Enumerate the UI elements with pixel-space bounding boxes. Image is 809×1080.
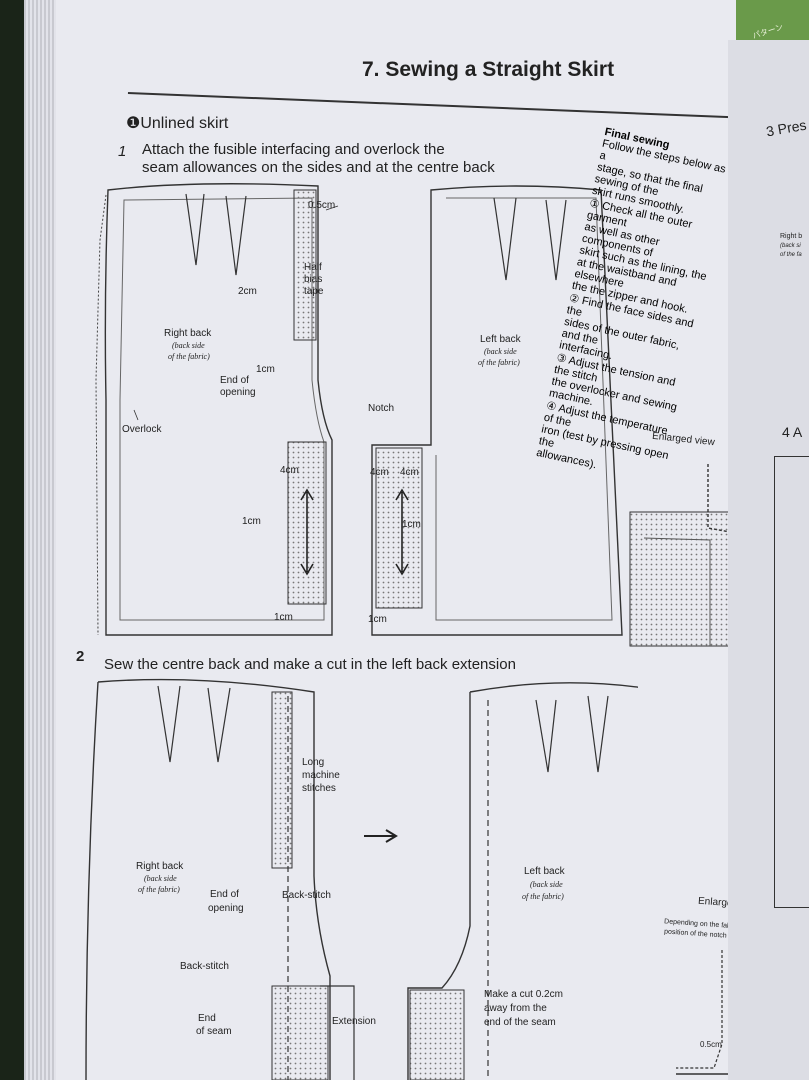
d1-bias: bias (304, 274, 323, 285)
d1-left-back: Left back (480, 334, 521, 345)
diagram-step2 (85, 678, 638, 1080)
right-step4-text: A (792, 424, 803, 440)
d1-m1d: 1cm (274, 612, 293, 623)
enlarged-cm: 0.5cm (700, 1040, 722, 1049)
step1-number: 1 (118, 143, 127, 160)
d2-end: End (198, 1013, 216, 1024)
d2-machine: machine (302, 770, 340, 781)
d1-m1e: 1cm (368, 614, 387, 625)
d1-m2: 2cm (238, 286, 257, 297)
diagram-step1 (95, 183, 623, 636)
d2-backstitch-1: Back-stitch (282, 890, 331, 901)
d1-notch: Notch (368, 403, 395, 414)
d2-of-seam: of seam (196, 1026, 232, 1037)
d2-left-back: Left back (524, 866, 565, 877)
bias-tape (293, 189, 317, 341)
right-diagram (774, 456, 809, 908)
d2-right-back: Right back (136, 861, 184, 872)
step1-line1: Attach the fusible interfacing and overl… (142, 141, 445, 158)
right-step3-text: Pres (776, 116, 808, 138)
page-title: 7. Sewing a Straight Skirt (362, 58, 615, 81)
section-label: Unlined skirt (140, 115, 229, 132)
right-rb2: (back si (780, 243, 801, 249)
d1-right-back-sub2: of the fabric) (168, 352, 210, 361)
enlarged-diagram-2 (676, 950, 732, 1075)
step2-number: 2 (76, 648, 85, 665)
d1-left-back-sub1: (back side (484, 347, 517, 356)
d2-cut-2: away from the (484, 1003, 547, 1014)
d1-right-back-sub1: (back side (172, 341, 205, 350)
long-stitch-area (271, 691, 293, 869)
d1-tape: tape (304, 286, 324, 297)
right-step4: 4 A (782, 424, 802, 440)
d2-end-of: End of (210, 889, 239, 900)
d1-m4c: 4cm (400, 467, 419, 478)
d1-m4b: 4cm (370, 467, 389, 478)
d2-right-back-sub2: of the fabric) (138, 885, 180, 894)
right-rb1: Right b (780, 233, 803, 240)
right-step3: 3 Pres (765, 117, 808, 140)
right-step4-num: 4 (782, 424, 790, 440)
d1-half: Half (304, 262, 322, 273)
d2-extension: Extension (332, 1016, 376, 1027)
d2-stitches: stitches (302, 783, 336, 794)
page-edges (24, 0, 56, 1080)
d2-opening: opening (208, 903, 244, 914)
d1-opening: opening (220, 387, 256, 398)
d1-right-back: Right back (164, 328, 212, 339)
step2-text: Sew the centre back and make a cut in th… (104, 656, 516, 673)
right-page: 3 Pres Right b (back si of the fa 4 A (728, 40, 809, 1080)
book-page: 7. Sewing a Straight Skirt ❶Unlined skir… (24, 0, 736, 1080)
section-bullet: ❶ (126, 115, 141, 132)
arrow-right-icon (364, 829, 398, 843)
d2-long: Long (302, 757, 325, 768)
d1-m1a: 1cm (256, 364, 275, 375)
step1-line2: seam allowances on the sides and at the … (142, 159, 495, 176)
d1-end-of: End of (220, 375, 249, 386)
d1-m1b: 1cm (242, 516, 261, 527)
left-back-pattern (371, 185, 623, 636)
d2-backstitch-2: Back-stitch (180, 961, 229, 972)
d2-left-back-sub2: of the fabric) (522, 892, 564, 901)
section-heading: ❶Unlined skirt (126, 113, 228, 133)
d1-left-back-sub2: of the fabric) (478, 358, 520, 367)
d1-m1c: 1cm (402, 519, 421, 530)
right-back-pattern (95, 183, 333, 636)
enlarged-diagram-1 (629, 464, 731, 647)
enlarged-note-2: position of the notch by 0.5-0.7cm (663, 928, 736, 942)
d2-cut-1: Make a cut 0.2cm (484, 989, 563, 1000)
interfacing-left (375, 447, 423, 609)
d2-cut-3: end of the seam (484, 1017, 556, 1028)
right-rb3: of the fa (780, 252, 802, 258)
d2-right-back-sub1: (back side (144, 874, 177, 883)
left-back-pattern-2 (407, 682, 638, 1080)
d2-left-back-sub1: (back side (530, 880, 563, 889)
d1-m4a: 4cm (280, 465, 299, 476)
right-step3-num: 3 (764, 122, 776, 140)
d1-overlock: Overlock (122, 424, 162, 435)
d1-m05: 0.5cm (308, 200, 336, 211)
